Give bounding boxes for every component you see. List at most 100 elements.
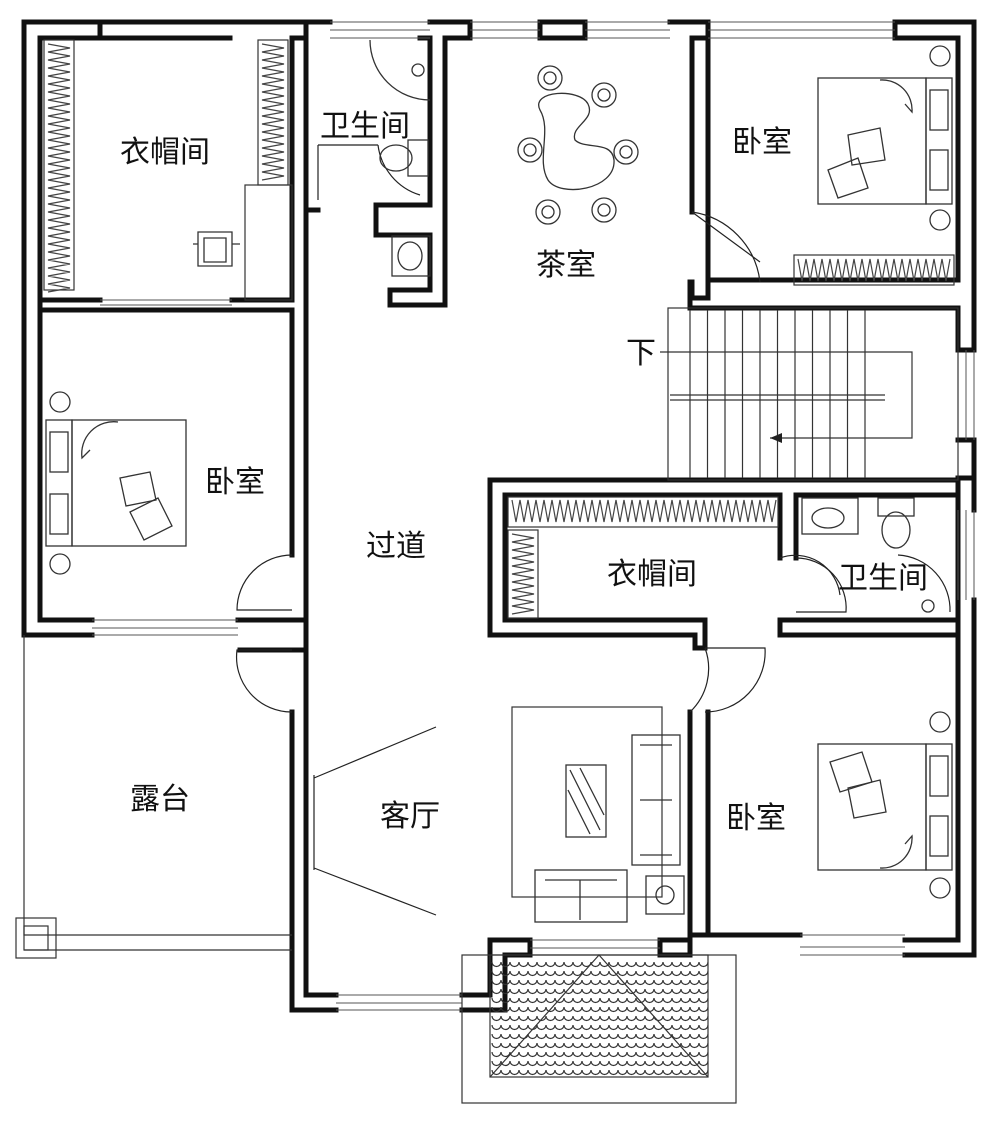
roof-tile-row (491, 1060, 709, 1067)
window-cloak-north (97, 19, 233, 41)
label-bedroom-w: 卧室 (205, 465, 265, 500)
roof-tile-row (491, 979, 709, 986)
label-bathroom-n: 卫生间 (320, 109, 410, 144)
door-bedroom-w (236, 554, 293, 611)
door-living-sliding (313, 726, 437, 916)
window-bedroom-se (800, 934, 905, 956)
beds (45, 45, 953, 899)
window-bedroom-ne (708, 21, 895, 39)
living-furniture (511, 706, 685, 923)
bath-fixtures (369, 39, 935, 613)
tea-set (517, 65, 639, 225)
roof-tile-row (491, 1015, 709, 1022)
wall-bedroom-se-west (687, 709, 803, 938)
label-living-room: 客厅 (380, 799, 440, 834)
stair-outline (667, 307, 959, 481)
hatch-zigzag (797, 258, 951, 282)
sink-e (811, 507, 845, 529)
label-bathroom-e: 卫生间 (838, 561, 928, 596)
cloak-desk (244, 184, 293, 301)
door-bath-e-2 (897, 554, 951, 613)
tea-table (538, 92, 615, 191)
side-table (645, 875, 685, 915)
wardrobe-mid-left (507, 529, 539, 619)
wall-bedroom-w-inner (37, 297, 95, 623)
window-tea-2 (585, 21, 670, 39)
label-terrace: 露台 (130, 782, 190, 817)
wall-tea-east (667, 19, 711, 215)
stair-direction-line (660, 351, 913, 439)
tea-stool-inner (523, 143, 537, 157)
wall-living-west (289, 709, 339, 1013)
wardrobe-hatching (47, 43, 951, 615)
tea-stool-inner (597, 88, 611, 102)
wall-bedroom-w-door (235, 617, 309, 653)
roof-ridge (489, 954, 709, 1078)
wall-bedroom-w-east (37, 307, 295, 558)
terrace-column-inner (23, 925, 49, 951)
desk-chair (193, 231, 240, 267)
roof-tile-row (491, 1024, 709, 1031)
wall-bedroom-ne (705, 19, 977, 353)
tea-stool (535, 199, 561, 225)
shower-n (369, 39, 431, 101)
terrace-column (15, 917, 57, 959)
window-tea-1 (470, 21, 540, 39)
tea-stool-inner (543, 71, 557, 85)
wall-east (902, 475, 977, 958)
wall-stair-east (955, 437, 977, 481)
wall-bath-e-bottom (777, 617, 961, 638)
tea-stool (591, 197, 617, 223)
sofa-main (631, 734, 681, 866)
sink-cabinet-e (801, 497, 859, 535)
tea-stool (613, 139, 639, 165)
tea-stool (591, 82, 617, 108)
wall-corridor-south (289, 647, 309, 715)
roof-tile-row (491, 1069, 709, 1076)
wardrobe-bedroom-ne (793, 254, 955, 286)
hatch-zigzag (261, 43, 285, 181)
label-bedroom-se: 卧室 (726, 801, 786, 836)
roof-tile-row (491, 997, 709, 1004)
wardrobe-mid-top (507, 496, 779, 528)
window-living (336, 994, 462, 1011)
tea-stool-inner (597, 203, 611, 217)
tea-stool (517, 137, 543, 163)
staircase (660, 307, 959, 481)
label-cloakroom-mid: 衣帽间 (607, 557, 697, 592)
wall-nw-cloak (21, 19, 103, 303)
opening-cloak-nw (100, 299, 232, 306)
living-rug (511, 706, 663, 898)
shower-head-n (411, 63, 425, 77)
roof-tiles (491, 961, 709, 1076)
label-stairs-down: 下 (626, 336, 656, 371)
label-corridor: 过道 (366, 529, 426, 564)
door-cloak-mid (779, 554, 841, 596)
wall-living-west-inner (303, 709, 339, 998)
window-stair (957, 350, 975, 440)
window-bath-e (957, 510, 975, 600)
toilet-tank-n (407, 139, 429, 177)
wall-corridor-west-top (303, 19, 321, 213)
toilet-bowl-e (881, 511, 911, 549)
stair-arrow (770, 433, 782, 443)
label-bedroom-ne: 卧室 (732, 125, 792, 160)
roof-tile-row (491, 1042, 709, 1049)
stair-steps (689, 310, 866, 478)
window-balcony (530, 939, 660, 956)
toilet-bowl-n (379, 144, 413, 172)
tea-stool-inner (619, 145, 633, 159)
coffee-table (565, 764, 607, 838)
door-bedroom-se (689, 647, 766, 713)
roof-tile-row (491, 961, 709, 968)
door-bath-e-1 (795, 557, 847, 613)
wall-cloak-east (227, 19, 309, 303)
window-bath-n (330, 21, 430, 39)
stair-landing-rail (670, 394, 885, 401)
roof-tile-row (491, 970, 709, 977)
wall-bath-north (303, 19, 473, 308)
wall-pier-south (657, 937, 693, 958)
tea-stools (517, 65, 639, 225)
window-bedroom-w (92, 619, 238, 636)
